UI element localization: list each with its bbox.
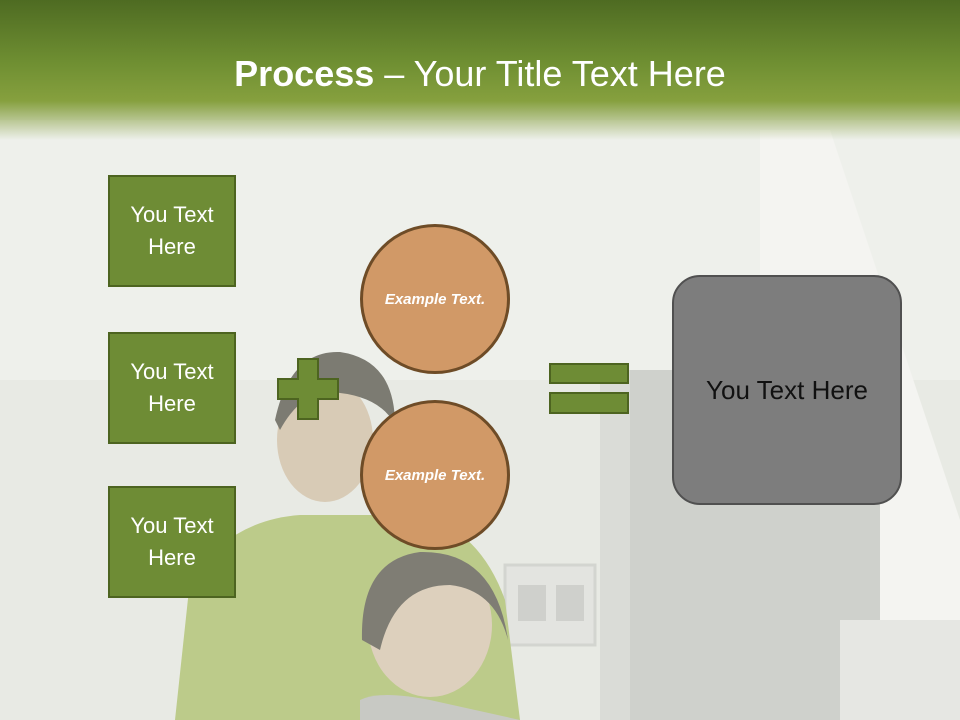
slide-title: Process – Your Title Text Here [0,52,960,96]
example-circle-2[interactable]: Example Text. [360,400,510,550]
text-box-1[interactable]: You Text Here [108,175,236,287]
equals-icon [549,363,629,414]
plus-icon [277,358,339,420]
header-band [0,0,960,140]
title-bold: Process [234,53,375,94]
example-circle-1[interactable]: Example Text. [360,224,510,374]
result-box[interactable]: You Text Here [672,275,902,505]
text-box-3[interactable]: You Text Here [108,486,236,598]
text-box-2[interactable]: You Text Here [108,332,236,444]
title-rest: – Your Title Text Here [374,53,726,94]
